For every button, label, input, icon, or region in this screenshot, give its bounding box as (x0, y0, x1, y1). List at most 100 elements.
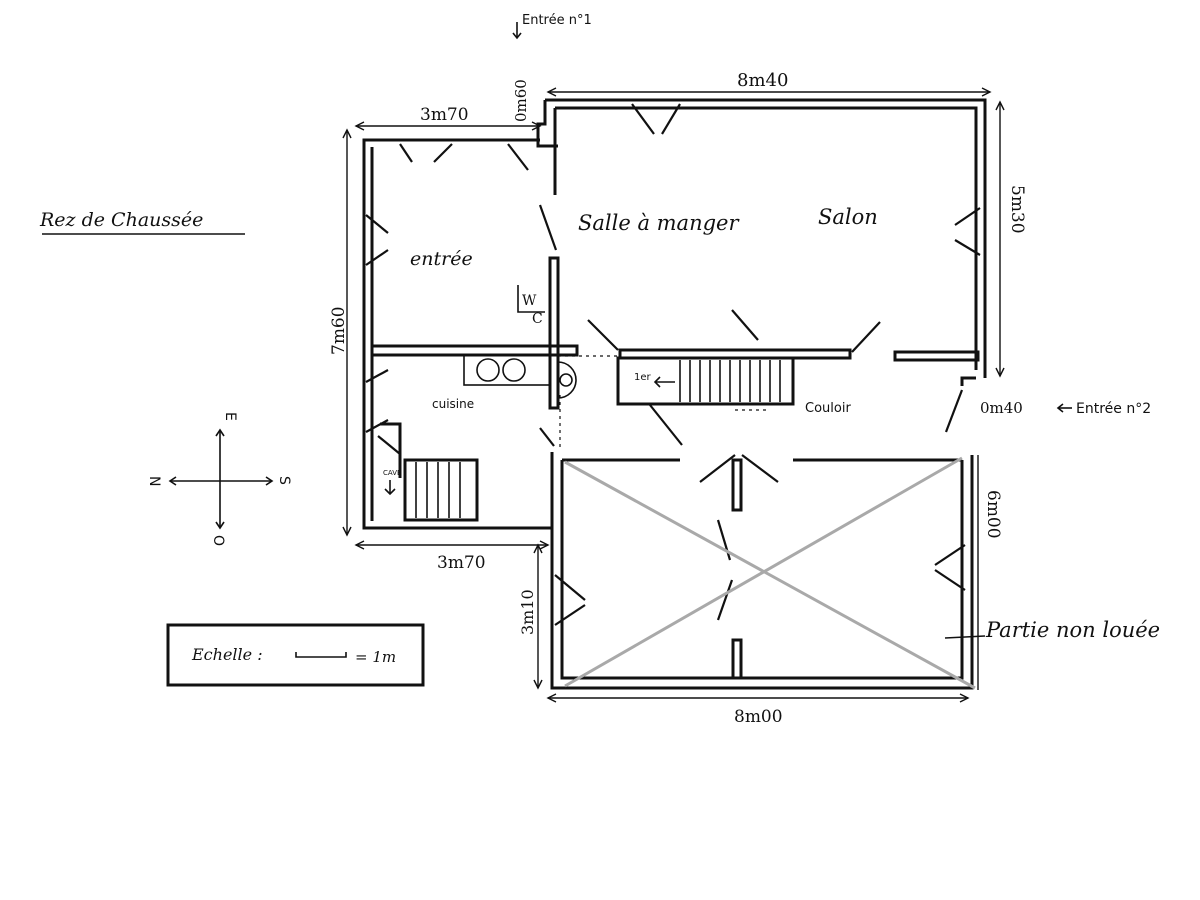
washbasin-drain (559, 373, 573, 387)
cave-stairs (403, 458, 479, 522)
label-salle-a-manger: Salle à manger (578, 211, 740, 235)
entry-2-arrow-head (1056, 403, 1064, 413)
lower-partition-top (731, 458, 743, 512)
window-east-2 (954, 239, 981, 256)
door-salle-couloir (587, 319, 619, 351)
entry-1-arrow-head (512, 32, 522, 40)
dim-arrow-3m10-b (533, 679, 543, 690)
label-cuisine: cuisine (432, 397, 474, 411)
partition-entree-cuisine (370, 344, 579, 357)
wc-wall (548, 256, 560, 410)
main-block-outer-wall (545, 98, 987, 378)
scale-bar (295, 652, 347, 658)
entry-1-label: Entrée n°1 (522, 13, 592, 28)
dim-arrow-8m40-a (546, 87, 557, 97)
door-cave (377, 435, 401, 455)
door-stair-couloir (649, 404, 683, 446)
door-salon-couloir (851, 321, 881, 353)
compass-south: S (276, 476, 292, 485)
sink-bowl-2 (502, 358, 526, 382)
door-cuisine-couloir (539, 427, 555, 447)
dim-arrow-3m10-a (533, 543, 543, 554)
window-west-3 (365, 369, 389, 383)
dim-arrow-5m30-a (995, 100, 1005, 111)
label-entree: entrée (410, 248, 473, 270)
dim-arrow-5m30-b (995, 367, 1005, 378)
compass-west: O (210, 535, 226, 546)
non-rented-label: Partie non louée (985, 618, 1160, 642)
scale-value: = 1m (355, 648, 396, 666)
dim-arrow-8m00-a (546, 693, 557, 703)
cave-steps (415, 462, 461, 518)
door-lower-3 (716, 519, 732, 561)
non-rented-leader (944, 635, 986, 639)
lower-partition-bottom (731, 638, 743, 680)
dim-arrow-3m70-bottom-b (539, 540, 550, 550)
wall-salon-couloir-2 (893, 350, 980, 362)
dim-0m40: 0m40 (980, 399, 1023, 417)
entry-2-label: Entrée n°2 (1076, 401, 1151, 417)
cross-out-line-1 (564, 460, 976, 690)
door-lower-1 (699, 454, 736, 483)
window-west-4 (365, 419, 389, 433)
window-left-2 (433, 143, 453, 163)
scale-box (166, 623, 425, 687)
door-lower-2 (741, 454, 779, 483)
label-cave: CAVE (383, 469, 401, 477)
dim-arrow-3m70-bottom-a (354, 540, 365, 550)
door-top-1 (631, 103, 655, 135)
staircase-steps (679, 360, 781, 402)
door-top-2 (661, 103, 681, 135)
washbasin (557, 361, 577, 399)
label-stair-first: 1er (634, 372, 652, 383)
window-lower-east-2 (934, 569, 966, 591)
dim-arrow-3m70-top-a (354, 121, 365, 131)
wc-box (517, 285, 545, 313)
door-lower-4 (716, 579, 734, 621)
entry-1-notch (536, 100, 558, 148)
window-left-1 (399, 143, 413, 163)
dim-5m30: 5m30 (1007, 185, 1027, 234)
stair-arrow-head (653, 376, 661, 388)
lower-block-inner-wall (560, 460, 964, 680)
window-left-3 (507, 143, 529, 171)
door-entree-salle (538, 204, 558, 251)
dim-8m00: 8m00 (734, 707, 783, 727)
dim-7m60: 7m60 (329, 306, 349, 355)
cave-wall (380, 422, 402, 478)
dim-3m70-top: 3m70 (420, 105, 469, 125)
window-west-1 (365, 214, 389, 234)
staircase (616, 356, 795, 406)
window-east-1 (954, 207, 981, 226)
window-lower-east-1 (934, 544, 966, 566)
dim-6m00: 6m00 (983, 490, 1003, 539)
label-couloir: Couloir (805, 401, 851, 416)
dim-0m60: 0m60 (512, 79, 530, 122)
dim-arrow-8m40-b (981, 87, 992, 97)
door-entry-2 (944, 389, 964, 433)
sink-bowl-1 (476, 358, 500, 382)
plan-title: Rez de Chaussée (39, 209, 203, 231)
dim-arrow-7m60-b (342, 526, 352, 537)
compass-east: E (222, 412, 238, 421)
dim-8m40: 8m40 (737, 70, 788, 91)
window-lower-west-2 (554, 604, 586, 626)
compass (168, 428, 274, 530)
window-west-2 (365, 249, 389, 266)
compass-north: N (146, 476, 162, 486)
label-salon: Salon (818, 205, 878, 229)
dim-arrow-8m00-b (959, 693, 970, 703)
dim-3m70-bottom: 3m70 (437, 553, 486, 573)
label-wc-w: W (522, 293, 537, 309)
cave-arrow-head (384, 488, 396, 496)
entry-2-notch (960, 376, 976, 386)
lower-block-outer-wall (550, 452, 974, 690)
kitchen-sink (463, 354, 551, 386)
dim-arrow-7m60-a (342, 128, 352, 139)
cross-out-line-2 (564, 456, 963, 688)
dim-arrow-3m70-top-b (531, 121, 542, 131)
dim-3m10: 3m10 (518, 589, 537, 635)
main-block-inner-wall (555, 106, 978, 370)
label-wc-c: C (532, 311, 543, 327)
